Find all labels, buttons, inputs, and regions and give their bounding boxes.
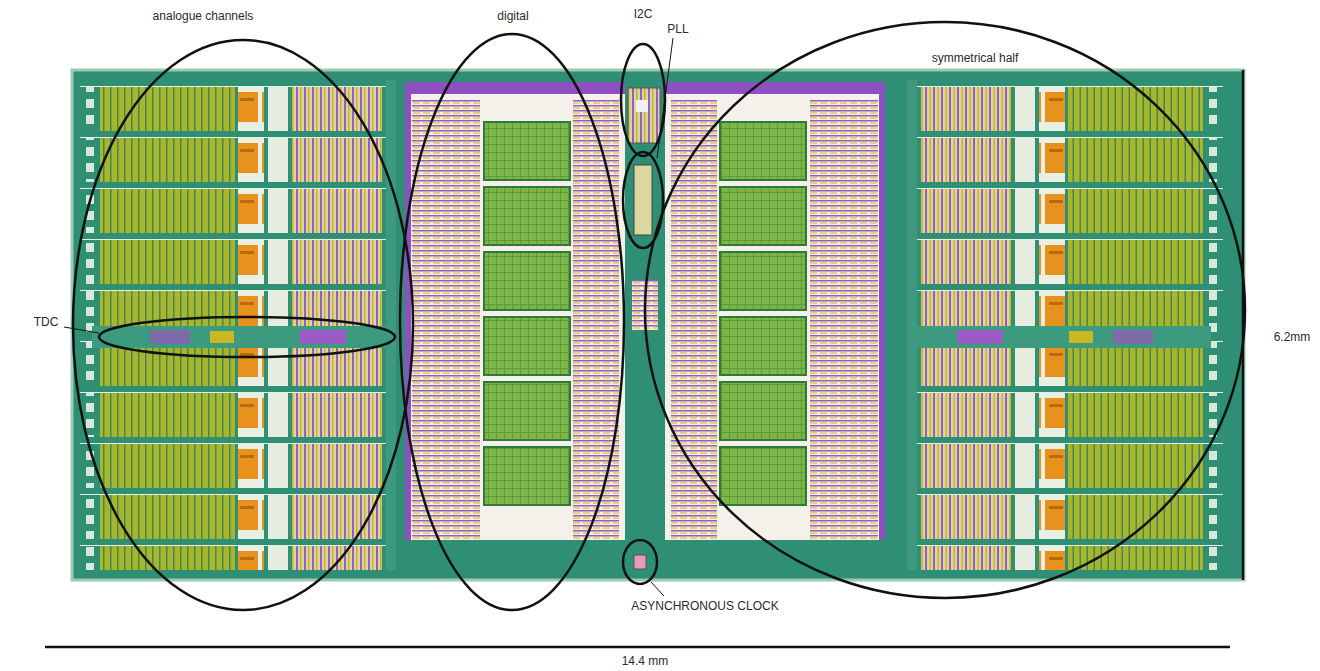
chip-die: [72, 70, 1244, 580]
clock-block: [634, 555, 646, 569]
region-label: ASYNCHRONOUS CLOCK: [629, 599, 780, 613]
leader-line: [651, 582, 664, 596]
region-label: PLL: [665, 22, 690, 36]
analog-block: [80, 76, 400, 576]
region-label: digital: [495, 9, 530, 23]
dimension-label: 14.4 mm: [620, 654, 671, 668]
digital-block: [405, 82, 625, 562]
i2c-cell: [636, 100, 648, 112]
region-outline: [623, 540, 657, 584]
region-label: TDC: [32, 315, 61, 329]
dimension-line: [45, 646, 1230, 649]
leader-line: [64, 327, 99, 333]
region-outline: [400, 34, 624, 610]
region-label: I2C: [632, 7, 655, 21]
region-outline: [621, 44, 665, 156]
region-outline: [645, 22, 1245, 598]
i2c-block: [628, 88, 660, 143]
region-label: analogue channels: [151, 9, 256, 23]
region-outline: [99, 317, 395, 357]
dimension-label: 6.2mm: [1272, 330, 1313, 344]
leader-line: [657, 38, 673, 158]
analog-block: [903, 76, 1223, 576]
region-label: symmetrical half: [930, 51, 1021, 65]
pll-block: [634, 165, 652, 235]
digital-block: [665, 82, 885, 562]
dimension-line: [1242, 70, 1245, 580]
region-outline: [73, 40, 413, 610]
